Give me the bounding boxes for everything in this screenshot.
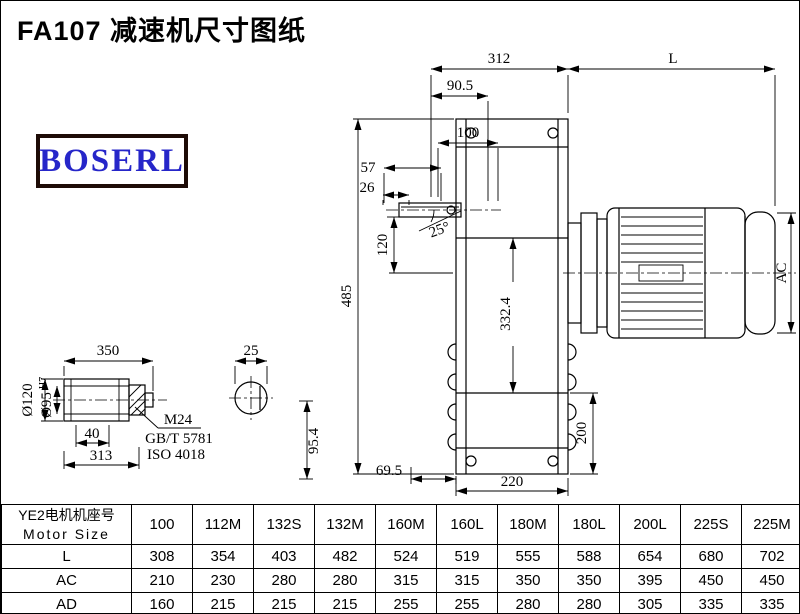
table-cell: 210 (131, 568, 193, 593)
table-header-row: YE2电机机座号 Motor Size 100 112M 132S 132M 1… (1, 504, 799, 545)
dim-120: 120 (375, 234, 391, 257)
column-header: 132M (314, 504, 376, 545)
column-header: 225M (741, 504, 799, 545)
dim-100: 100 (457, 125, 480, 141)
table-cell: 450 (680, 568, 742, 593)
main-view-dimensions: 312 L 90.5 100 57 26 25° (339, 51, 796, 496)
table-cell: 280 (497, 592, 559, 613)
dim-dia95: Ø95 (39, 392, 55, 418)
table-row-AD: AD 160 215 215 215 255 255 280 280 305 3… (1, 592, 799, 613)
table-cell: 350 (558, 568, 620, 593)
dim-L: L (668, 51, 677, 67)
motor-outline (563, 207, 796, 339)
table-row-AC: AC 210 230 280 280 315 315 350 350 395 4… (1, 568, 799, 593)
dim-90-5: 90.5 (447, 78, 473, 94)
dim-angle-25: 25° (427, 219, 452, 241)
row-label: AD (1, 592, 132, 613)
table-cell: 354 (192, 544, 254, 569)
column-header: 225S (680, 504, 742, 545)
table-cell: 588 (558, 544, 620, 569)
dim-312: 312 (488, 51, 511, 67)
motor-size-header-cn: YE2电机机座号 (18, 507, 115, 523)
table-cell: 305 (619, 592, 681, 613)
note-iso-4018: ISO 4018 (147, 447, 205, 463)
table-row-L: L 308 354 403 482 524 519 555 588 654 68… (1, 544, 799, 569)
dim-220: 220 (501, 474, 524, 490)
dim-dia95-tolerance: H7 (38, 377, 49, 389)
page-title: FA107 减速机尺寸图纸 (17, 16, 307, 46)
table-cell: 335 (741, 592, 799, 613)
table-cell: 160 (131, 592, 193, 613)
table-cell: 215 (314, 592, 376, 613)
dim-dia120: Ø120 (20, 383, 36, 416)
column-header: 160L (436, 504, 498, 545)
table-cell: 524 (375, 544, 437, 569)
dim-350: 350 (97, 343, 120, 359)
column-header: 180M (497, 504, 559, 545)
row-label: L (1, 544, 132, 569)
dim-200: 200 (574, 422, 590, 445)
gear-housing-outline (447, 118, 577, 475)
table-cell: 280 (314, 568, 376, 593)
table-cell: 230 (192, 568, 254, 593)
dim-313: 313 (90, 448, 113, 464)
row-label: AC (1, 568, 132, 593)
table-cell: 702 (741, 544, 799, 569)
dim-485: 485 (339, 285, 355, 308)
table-cell: 315 (436, 568, 498, 593)
table-cell: 482 (314, 544, 376, 569)
table-cell: 395 (619, 568, 681, 593)
note-m24: M24 (164, 412, 193, 428)
table-cell: 555 (497, 544, 559, 569)
motor-size-header-cell: YE2电机机座号 Motor Size (1, 504, 132, 545)
motor-size-table: YE2电机机座号 Motor Size 100 112M 132S 132M 1… (1, 504, 799, 613)
table-cell: 215 (253, 592, 315, 613)
table-cell: 403 (253, 544, 315, 569)
dim-57: 57 (361, 160, 377, 176)
boserl-logo: BOSERL (36, 134, 188, 188)
table-cell: 280 (558, 592, 620, 613)
column-header: 100 (131, 504, 193, 545)
dim-26: 26 (360, 180, 376, 196)
dim-40: 40 (85, 426, 100, 442)
note-gbt-5781: GB/T 5781 (145, 431, 213, 447)
table-cell: 350 (497, 568, 559, 593)
column-header: 200L (619, 504, 681, 545)
table-cell: 450 (741, 568, 799, 593)
shaft-detail-dimensions: 350 Ø120 Ø95 H7 40 313 M24 GB/T 5781 (20, 343, 213, 469)
dim-25: 25 (244, 343, 259, 359)
column-header: 160M (375, 504, 437, 545)
technical-drawing: 312 L 90.5 100 57 26 25° (20, 51, 796, 496)
table-cell: 255 (375, 592, 437, 613)
input-shaft-outline (386, 202, 501, 232)
column-header: 180L (558, 504, 620, 545)
table-cell: 280 (253, 568, 315, 593)
table-cell: 680 (680, 544, 742, 569)
table-cell: 315 (375, 568, 437, 593)
dim-332-4: 332.4 (498, 297, 514, 331)
shaft-end-circle-view: 25 95.4 (229, 343, 322, 480)
motor-size-header-en: Motor Size (23, 526, 110, 542)
shaft-detail-outline (53, 378, 167, 422)
table-cell: 255 (436, 592, 498, 613)
dim-95-4: 95.4 (306, 427, 322, 454)
table-cell: 215 (192, 592, 254, 613)
table-cell: 335 (680, 592, 742, 613)
table-cell: 308 (131, 544, 193, 569)
boserl-logo-text: BOSERL (39, 142, 185, 179)
dim-AC: AC (774, 263, 790, 284)
column-header: 112M (192, 504, 254, 545)
dim-69-5: 69.5 (376, 463, 402, 479)
column-header: 132S (253, 504, 315, 545)
table-cell: 519 (436, 544, 498, 569)
table-cell: 654 (619, 544, 681, 569)
